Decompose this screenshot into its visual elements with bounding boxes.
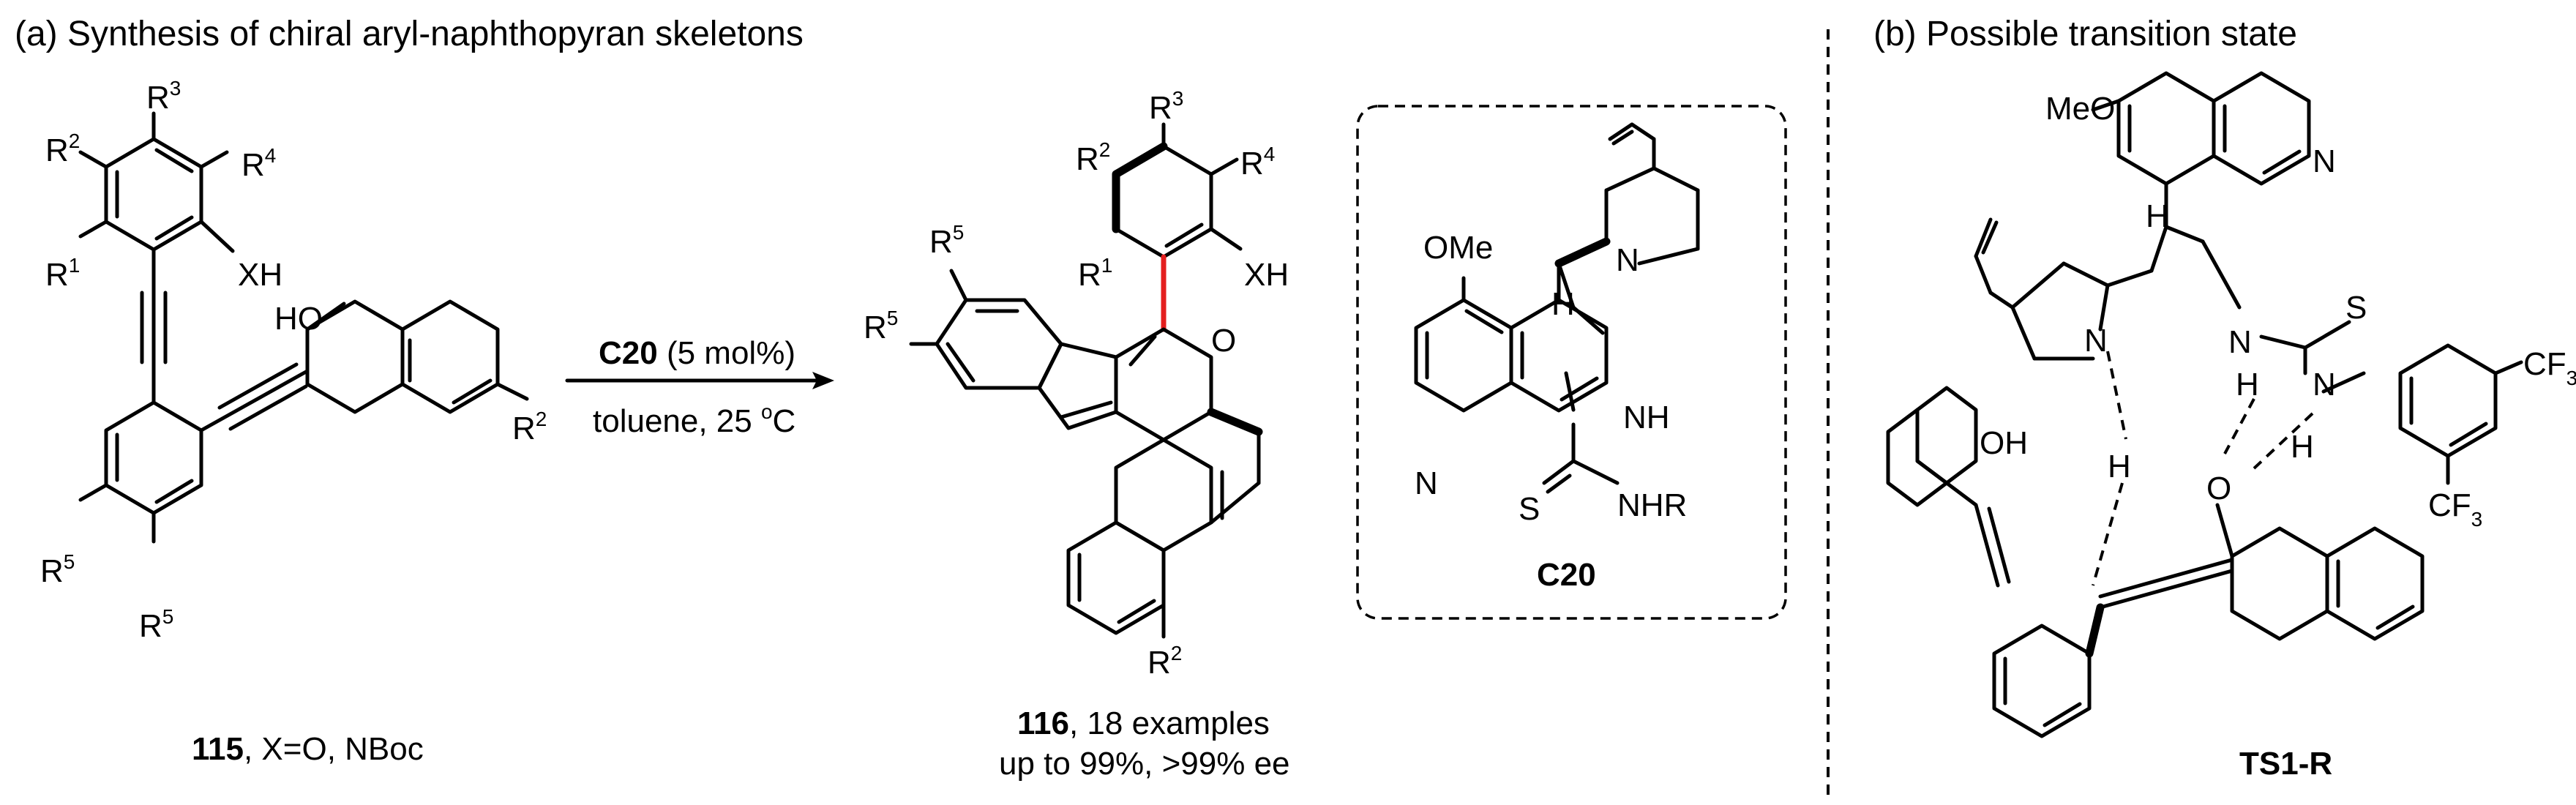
ts-h3-label: H [2291, 429, 2314, 465]
substrate-r4-label: R4 [242, 144, 276, 183]
ts-label: TS1-R [2239, 746, 2332, 782]
ts-meo-label: MeO [2045, 91, 2115, 127]
product-116-structure [909, 122, 1263, 639]
product-r5b-label: R5 [864, 307, 898, 345]
substrate-r5a-label: R5 [40, 550, 75, 589]
product-o-label: O [1211, 323, 1236, 359]
catalyst-quinoline-n-label: N [1415, 465, 1438, 501]
product-yield: up to 99%, >99% ee [999, 746, 1290, 782]
product-r3-label: R3 [1149, 87, 1183, 126]
ts-h1-label: H [2146, 198, 2169, 234]
ts-quinuclidine-n-label: N [2084, 323, 2108, 359]
product-r2-label: R2 [1076, 138, 1110, 177]
catalyst-n-label: N [1616, 242, 1639, 278]
ts-n2-label: N [2313, 367, 2336, 402]
ts-quinoline-n-label: N [2313, 143, 2336, 179]
ts-s-label: S [2345, 290, 2367, 326]
ts-h4-label: H [2108, 449, 2131, 484]
product-r4-label: R4 [1240, 143, 1275, 181]
ts-o-label: O [2206, 471, 2231, 506]
product-r1-label: R1 [1078, 254, 1112, 293]
ts-cf3-bottom-label: CF3 [2428, 487, 2482, 531]
catalyst-label: C20 [1537, 557, 1596, 593]
substrate-ho-label: HO [274, 301, 323, 337]
substrate-r2b-label: R2 [512, 408, 547, 446]
catalyst-ome-label: OMe [1423, 230, 1493, 266]
panel-a-title: (a) Synthesis of chiral aryl-naphthopyra… [15, 15, 804, 53]
substrate-r1-label: R1 [45, 254, 80, 293]
product-r5a-label: R5 [929, 221, 964, 260]
catalyst-c20-structure [1414, 122, 1700, 494]
substrate-caption: 115, X=O, NBoc [192, 731, 424, 767]
product-xh-label: XH [1244, 257, 1289, 293]
catalyst-box [1356, 105, 1787, 620]
reaction-arrowhead [812, 372, 834, 389]
ts-h2-label: H [2236, 367, 2259, 402]
catalyst-nh-label: NH [1623, 400, 1670, 435]
reaction-conditions: toluene, 25 oC [593, 400, 795, 439]
reaction-catalyst: C20 (5 mol%) [599, 335, 795, 371]
substrate-r2-label: R2 [45, 130, 80, 168]
ts-n1-label: N [2228, 324, 2252, 360]
substrate-r3-label: R3 [146, 77, 181, 116]
substrate-xh-label: XH [238, 257, 282, 293]
product-r2b-label: R2 [1147, 642, 1182, 681]
ts-oh-label: OH [1980, 425, 2028, 461]
substrate-r5b-label: R5 [139, 605, 173, 644]
catalyst-nhr-label: NHR [1617, 487, 1687, 523]
panel-b-title: (b) Possible transition state [1873, 15, 2297, 53]
catalyst-s-label: S [1519, 491, 1540, 527]
product-caption: 116, 18 examples [1017, 705, 1270, 741]
substrate-115-structure [78, 111, 529, 544]
transition-state-structure [1886, 71, 2523, 738]
ts-cf3-top-label: CF3 [2523, 346, 2576, 389]
catalyst-h-label: H [1551, 286, 1575, 322]
